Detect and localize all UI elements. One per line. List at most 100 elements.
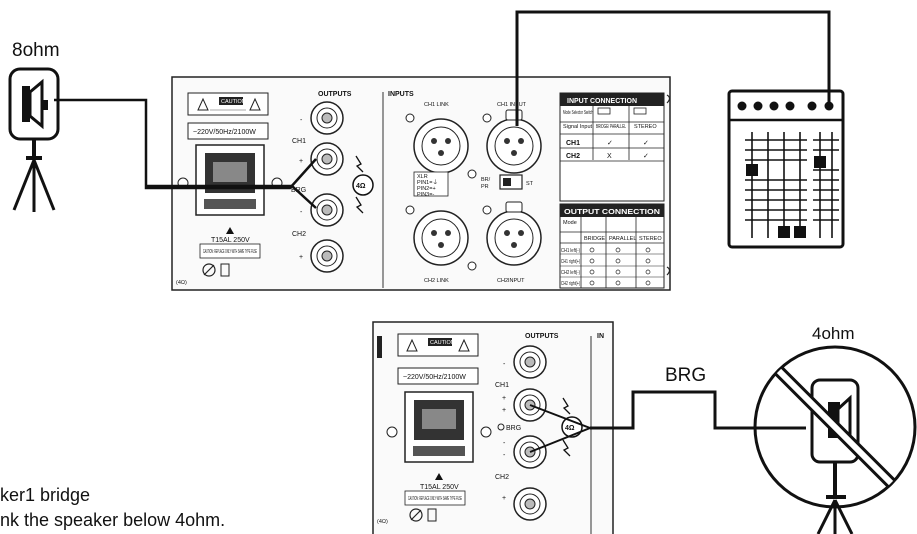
mixer-knob-icon xyxy=(824,101,834,111)
top-ch1-link-label: CH1 LINK xyxy=(424,102,449,108)
no-disposal-icon xyxy=(409,508,423,522)
bottom-caution-box xyxy=(404,490,466,506)
input-connection-title: INPUT CONNECTION xyxy=(567,98,637,105)
bridge-cable xyxy=(590,390,806,430)
input-connection-col-stereo: STEREO xyxy=(634,124,657,130)
output-connection-col: Mode xyxy=(563,220,577,226)
output-connection-col: PARALLEL xyxy=(609,236,636,242)
input-connection-mode-selector: Mode Selector Switch xyxy=(563,110,593,116)
top-plus-label: + xyxy=(299,158,303,165)
top-speakon-ch2-minus xyxy=(310,193,344,227)
top-minus-label: - xyxy=(300,117,303,124)
warning-triangle-icon xyxy=(458,338,470,352)
bottom-caution-tag-label: CAUTION xyxy=(430,340,455,346)
top-impedance-badge-label: 4Ω xyxy=(356,183,366,190)
xlr-pin-text: PIN2=+ xyxy=(417,186,436,192)
left-speaker-leg xyxy=(12,159,36,211)
top-caution-box xyxy=(199,243,261,259)
mixer-knob-icon xyxy=(785,101,795,111)
mixer-knob-icon xyxy=(807,101,817,111)
input-connection-table: INPUT CONNECTION Mode Selector Switch Si… xyxy=(559,92,665,202)
top-ohm-corner: (4Ω) xyxy=(176,280,187,286)
xlr-pin-text: XLR xyxy=(417,174,428,180)
input-connection-cell: ✓ xyxy=(643,153,649,160)
note-line-1: ker1 bridge xyxy=(0,485,90,505)
input-connection-row-ch2: CH2 xyxy=(566,153,580,160)
fader-knob-icon xyxy=(794,226,806,238)
bottom-impedance-badge-label: 4Ω xyxy=(565,425,575,432)
top-plus-label: + xyxy=(299,254,303,261)
bin-icon xyxy=(220,263,230,277)
input-connection-cell: X xyxy=(607,153,612,160)
note-line-2: nk the speaker below 4ohm. xyxy=(0,510,225,530)
screw-icon xyxy=(386,426,398,438)
bottom-inputs-label: IN xyxy=(597,333,604,340)
bottom-power-rating-box xyxy=(397,367,479,385)
prohibited-circle-icon xyxy=(753,345,917,509)
bottom-fuse-triangle-icon xyxy=(435,473,443,480)
bottom-plus-label: + xyxy=(502,395,506,402)
bin-icon xyxy=(427,508,437,522)
xlr-pin-text: PIN1=⏚ xyxy=(417,179,438,186)
output-connection-col: STEREO xyxy=(639,236,662,242)
left-speaker-cable xyxy=(146,184,317,209)
top-xlr-ch2-input xyxy=(482,201,542,266)
output-connection-row: CH1 left(-) xyxy=(561,248,580,254)
lightning-icon xyxy=(355,196,364,214)
top-ch2-link-label: CH2 LINK xyxy=(424,278,449,284)
bottom-brg-label: BRG xyxy=(506,425,521,432)
top-speakon-ch2-plus xyxy=(310,239,344,273)
output-connection-col: BRIDGE xyxy=(584,236,605,242)
warning-triangle-icon xyxy=(249,97,261,111)
left-speaker-leg xyxy=(32,159,56,211)
bottom-power-rating: ~220V/50Hz/2100W xyxy=(403,374,466,381)
top-speakon-ch1-plus xyxy=(310,142,344,176)
mixer-console xyxy=(727,89,845,249)
output-connection-title: OUTPUT CONNECTION xyxy=(564,209,660,216)
output-connection-row: CH1 right(+) xyxy=(561,259,580,265)
output-connection-row: CH2 right(+) xyxy=(561,281,580,287)
prohibited-slash-inner xyxy=(776,368,894,486)
top-minus-label: - xyxy=(300,209,303,216)
mixer-knob-icon xyxy=(737,101,747,111)
top-mode-pr-label: PR xyxy=(481,184,489,190)
bottom-speakon-ch2-plus xyxy=(513,487,547,521)
fader-knob-icon xyxy=(746,164,758,176)
top-fuse-triangle-icon xyxy=(226,227,234,234)
top-ch1-label: CH1 xyxy=(292,138,306,145)
top-mode-br-label: BR/ xyxy=(481,177,491,183)
top-ch2-label: CH2 xyxy=(292,231,306,238)
output-connection-table: OUTPUT CONNECTION Mode BRIDGE PARALLEL S… xyxy=(559,203,665,289)
bottom-outputs-label: OUTPUTS xyxy=(525,333,559,340)
warning-triangle-icon xyxy=(197,97,209,111)
top-power-inlet-pins xyxy=(213,162,247,182)
input-connection-signal-input: Signal Input xyxy=(563,124,593,130)
top-ch2-input-label: CH2INPUT xyxy=(497,278,525,284)
top-mode-st-label: ST xyxy=(526,181,534,187)
left-speaker-jack xyxy=(42,100,48,110)
top-fuse-rating: T15AL 250V xyxy=(211,237,250,244)
bottom-minus-label: - xyxy=(503,361,506,368)
xlr-pin-text: PIN3=- xyxy=(417,192,434,198)
top-caution-text: CAUTION: REPLACE ONLY WITH SAME TYPE FUS… xyxy=(203,249,257,255)
input-connection-cell: ✓ xyxy=(643,140,649,147)
input-cable xyxy=(515,10,831,126)
screw-icon xyxy=(480,426,492,438)
top-amplifier-panel: CAUTION ~220V/50Hz/2100W T15AL 250V CAUT… xyxy=(171,76,671,291)
input-connection-col-bridge: BRIDGE/ PARALLEL xyxy=(596,124,626,130)
top-power-rating-box xyxy=(187,122,269,140)
left-speaker: 8ohm xyxy=(8,40,60,212)
lightning-icon xyxy=(355,155,364,173)
top-fuse-holder xyxy=(204,199,256,209)
bottom-plus-label: + xyxy=(502,495,506,502)
fader-knob-icon xyxy=(814,156,826,168)
lightning-icon xyxy=(562,439,571,457)
top-ch1-input-label: CH1 INPUT xyxy=(497,102,527,108)
top-outputs-label: OUTPUTS xyxy=(318,91,352,98)
top-mode-switch-knob xyxy=(503,178,511,186)
bottom-ohm-corner: (4Ω) xyxy=(377,519,388,525)
top-xlr-ch2-link xyxy=(405,205,477,271)
mixer-knob-icon xyxy=(769,101,779,111)
top-speakon-ch1-minus xyxy=(310,101,344,135)
